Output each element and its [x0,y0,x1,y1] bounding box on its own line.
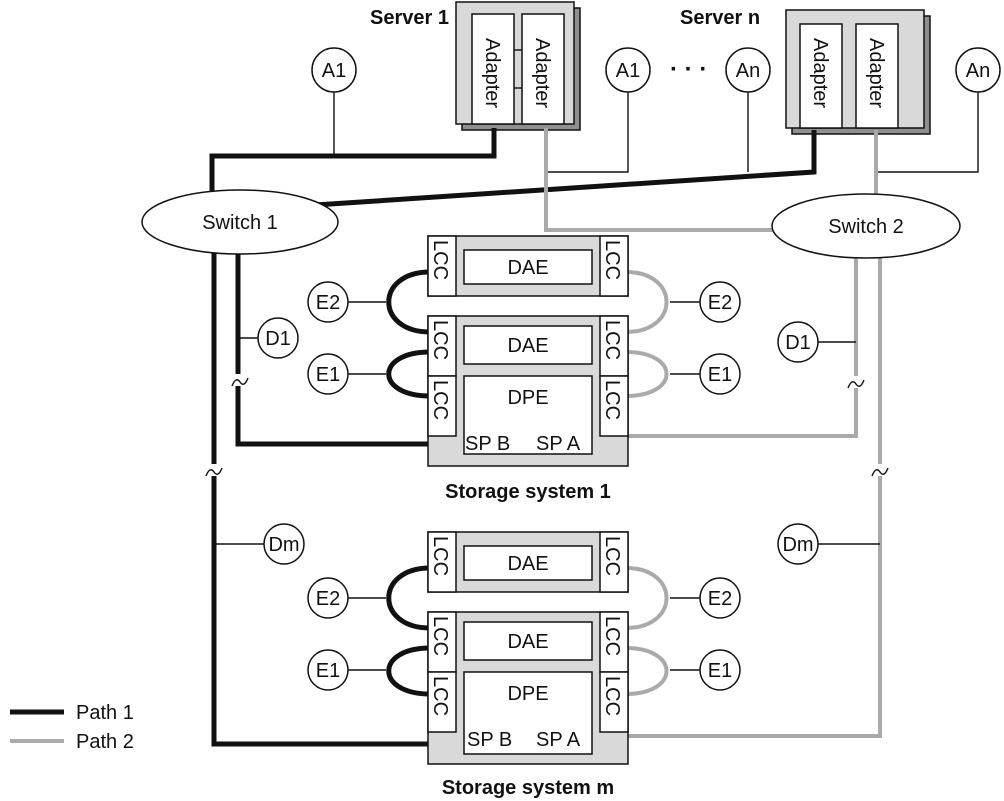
callout-d1: D1 [785,332,811,354]
ellipsis: · · · [670,56,707,83]
callout-an: An [966,60,990,82]
switch-2: Switch 2 [771,193,961,259]
server-1-label: Server 1 [370,7,449,29]
lcc-label: LCC [429,320,451,360]
server-n-adapter-1 [799,23,843,129]
path-2-cables [544,128,882,738]
lcc-label: LCC [429,616,451,656]
sp-b-label: SP B [465,433,510,455]
switch-2-label: Switch 2 [828,216,904,238]
callout-dm: Dm [782,534,813,556]
callout-e2: E2 [316,588,340,610]
storage-system-1: DAE LCC LCC DAE LCC LCC DPE SP B SP A LC… [427,235,629,503]
server-n-adapter-2-label: Adapter [865,38,887,108]
callout-an: An [736,60,760,82]
server-1-adapter-2-label: Adapter [531,38,553,108]
lcc-label: LCC [429,380,451,420]
lcc-label: LCC [601,536,623,576]
server-n-adapter-1-label: Adapter [809,38,831,108]
sp-a-label: SP A [536,433,581,455]
lcc-label: LCC [429,240,451,280]
storage-system-m-label: Storage system m [442,777,614,799]
lcc-label: LCC [429,536,451,576]
server-1-adapter-1 [471,13,515,125]
server-1-adapter-2 [521,13,565,125]
callout-e1: E1 [316,660,340,682]
server-1: Server 1 Adapter Adapter [370,1,581,131]
legend-path-2-label: Path 2 [76,731,134,753]
storage-system-1-label: Storage system 1 [445,481,611,503]
server-n: Server n Adapter Adapter [680,7,931,135]
dae-label: DAE [507,257,548,279]
callout-a1: A1 [322,60,346,82]
path-1-cables [209,128,817,747]
switch-1: Switch 1 [141,189,339,255]
switch-1-label: Switch 1 [202,212,278,234]
dae-label: DAE [507,631,548,653]
lcc-label: LCC [601,616,623,656]
callout-d1: D1 [265,328,291,350]
callout-e2: E2 [316,292,340,314]
callout-e2: E2 [708,588,732,610]
dpe-label: DPE [507,683,548,705]
callout-e1: E1 [708,660,732,682]
sp-a-label: SP A [536,729,581,751]
storage-system-m: DAE LCC LCC DAE LCC LCC DPE SP B SP A LC… [427,531,629,799]
callout-e2: E2 [708,292,732,314]
lcc-label: LCC [601,676,623,716]
dae-label: DAE [507,553,548,575]
lcc-label: LCC [601,240,623,280]
cable-break-marks [205,374,889,477]
callouts: A1 A1 · · · An An D1 D1 Dm Dm E2 [216,47,1001,691]
server-n-label: Server n [680,7,760,29]
legend-path-1-label: Path 1 [76,702,134,724]
callout-a1: A1 [616,60,640,82]
dpe-label: DPE [507,387,548,409]
lcc-label: LCC [601,320,623,360]
server-n-adapter-2 [855,23,899,129]
callout-e1: E1 [316,364,340,386]
sp-b-label: SP B [467,729,512,751]
dae-label: DAE [507,335,548,357]
server-1-adapter-1-label: Adapter [481,38,503,108]
lcc-label: LCC [429,676,451,716]
lcc-label: LCC [601,380,623,420]
callout-dm: Dm [268,534,299,556]
callout-e1: E1 [708,364,732,386]
legend: Path 1 Path 2 [10,702,134,753]
